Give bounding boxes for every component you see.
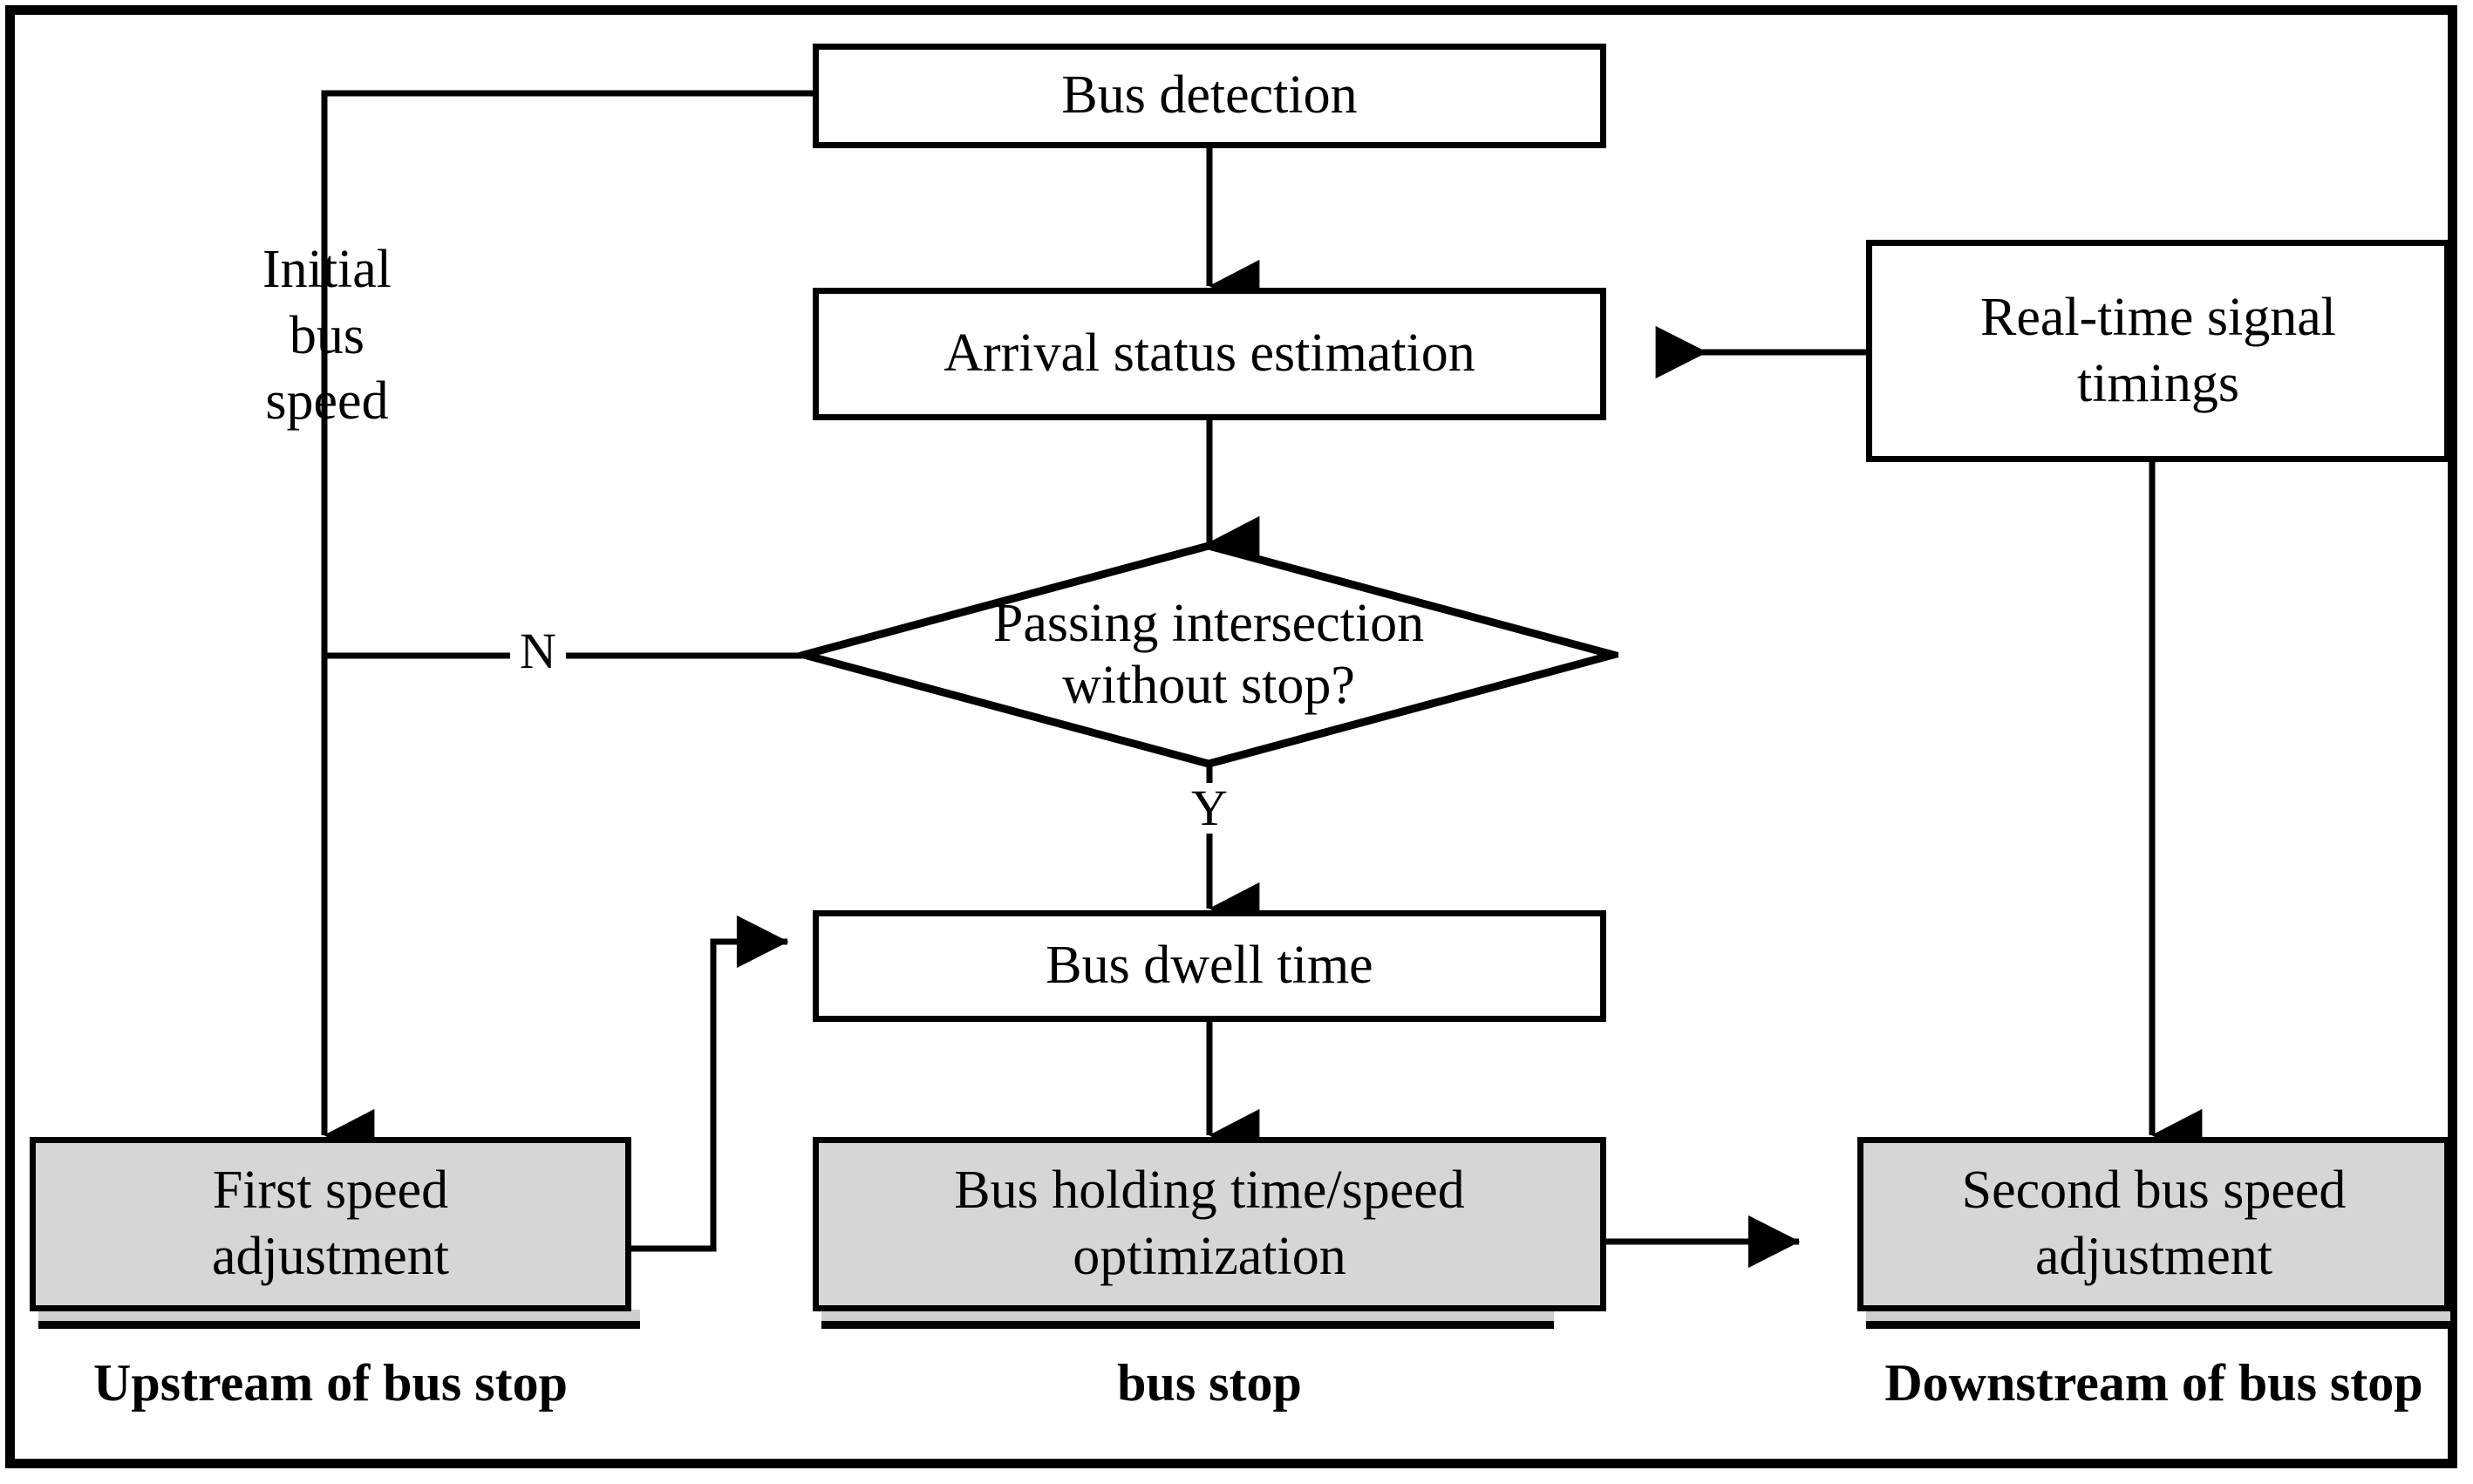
node-first-speed-adjustment[interactable]: First speed adjustment: [30, 1137, 631, 1311]
node-first-speed-adjustment-shadow: [38, 1310, 640, 1329]
zone-caption-upstream: Upstream of bus stop: [93, 1354, 568, 1412]
node-bus-detection-label: Bus detection: [1061, 65, 1358, 126]
node-arrival-status-estimation-label: Arrival status estimation: [944, 323, 1475, 384]
node-second-bus-speed-adjustment-label: Second bus speed adjustment: [1961, 1161, 2347, 1286]
zone-caption-bus-stop: bus stop: [1117, 1354, 1302, 1412]
figure-border: [5, 5, 2457, 1468]
edge-label-no: N: [510, 626, 566, 677]
node-holding-optimization-shadow: [821, 1310, 1554, 1329]
zone-caption-downstream: Downstream of bus stop: [1884, 1354, 2423, 1412]
node-arrival-status-estimation[interactable]: Arrival status estimation: [813, 288, 1606, 420]
node-real-time-signal-timings[interactable]: Real-time signal timings: [1866, 240, 2450, 462]
node-second-speed-adjustment-shadow: [1866, 1310, 2450, 1329]
node-passing-intersection-decision-label: Passing intersection without stop?: [992, 593, 1425, 715]
node-bus-detection[interactable]: Bus detection: [813, 44, 1606, 148]
node-bus-holding-time-speed-optimization-label: Bus holding time/speed optimization: [954, 1161, 1465, 1286]
node-bus-dwell-time-label: Bus dwell time: [1046, 936, 1373, 996]
node-passing-intersection-decision[interactable]: Passing intersection without stop?: [799, 541, 1618, 769]
node-bus-holding-time-speed-optimization[interactable]: Bus holding time/speed optimization: [813, 1137, 1606, 1311]
edge-label-initial-bus-speed: Initial bus speed: [262, 240, 392, 432]
node-first-speed-adjustment-label: First speed adjustment: [211, 1161, 450, 1286]
node-real-time-signal-timings-label: Real-time signal timings: [1979, 287, 2337, 413]
edge-label-yes: Y: [1182, 783, 1237, 834]
node-bus-dwell-time[interactable]: Bus dwell time: [813, 910, 1606, 1022]
decision-diamond-shape: [799, 541, 1618, 768]
node-second-bus-speed-adjustment[interactable]: Second bus speed adjustment: [1857, 1137, 2450, 1311]
